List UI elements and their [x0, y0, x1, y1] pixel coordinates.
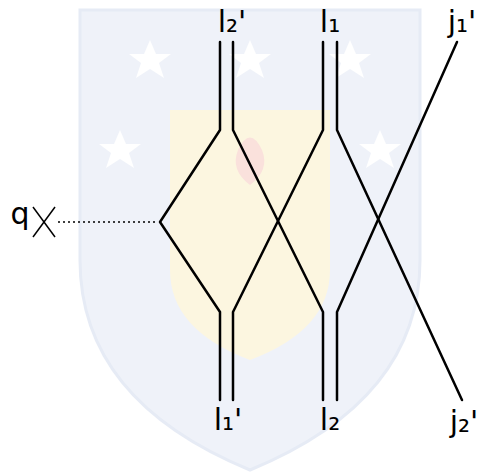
vertex-cross: [33, 207, 55, 237]
line-label: l₁: [320, 7, 340, 37]
diagram-lines: [160, 42, 462, 400]
line-label: q: [10, 199, 29, 229]
dotted-line: [58, 221, 158, 223]
line-label: l₂: [320, 405, 340, 435]
propagator-line: [337, 42, 457, 400]
propagator-line: [160, 42, 220, 400]
propagator-line: [233, 42, 323, 400]
line-label: j₁': [448, 7, 477, 37]
propagator-line: [233, 42, 323, 400]
line-label: l₂': [218, 7, 247, 37]
line-label: l₁': [214, 405, 243, 435]
line-label: j₂': [450, 407, 479, 437]
propagator-line: [337, 42, 462, 400]
